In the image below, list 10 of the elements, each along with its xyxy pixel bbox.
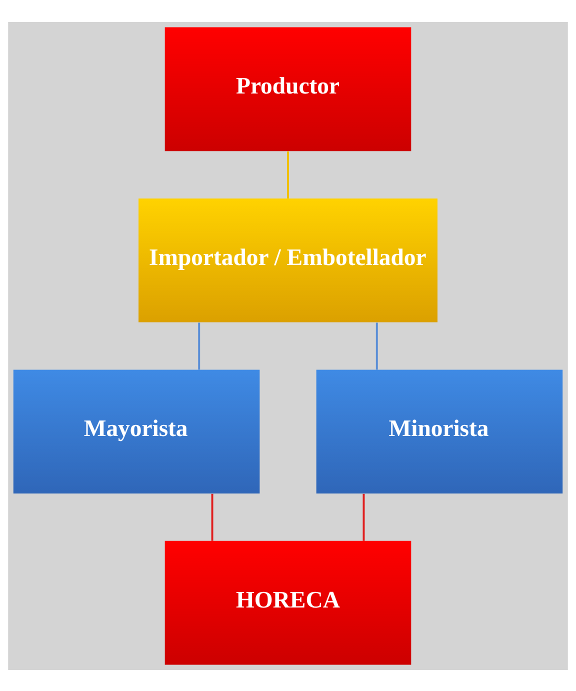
node-box: Mayorista	[13, 369, 260, 493]
connector	[376, 322, 378, 370]
node-box: Productor	[164, 26, 412, 151]
connector	[198, 322, 200, 370]
connector	[362, 493, 365, 540]
node-box: Minorista	[316, 369, 563, 493]
connector	[211, 493, 214, 540]
node-box: Importador / Embotellador	[138, 198, 438, 322]
node-box: HORECA	[164, 540, 412, 664]
connector	[287, 150, 289, 198]
